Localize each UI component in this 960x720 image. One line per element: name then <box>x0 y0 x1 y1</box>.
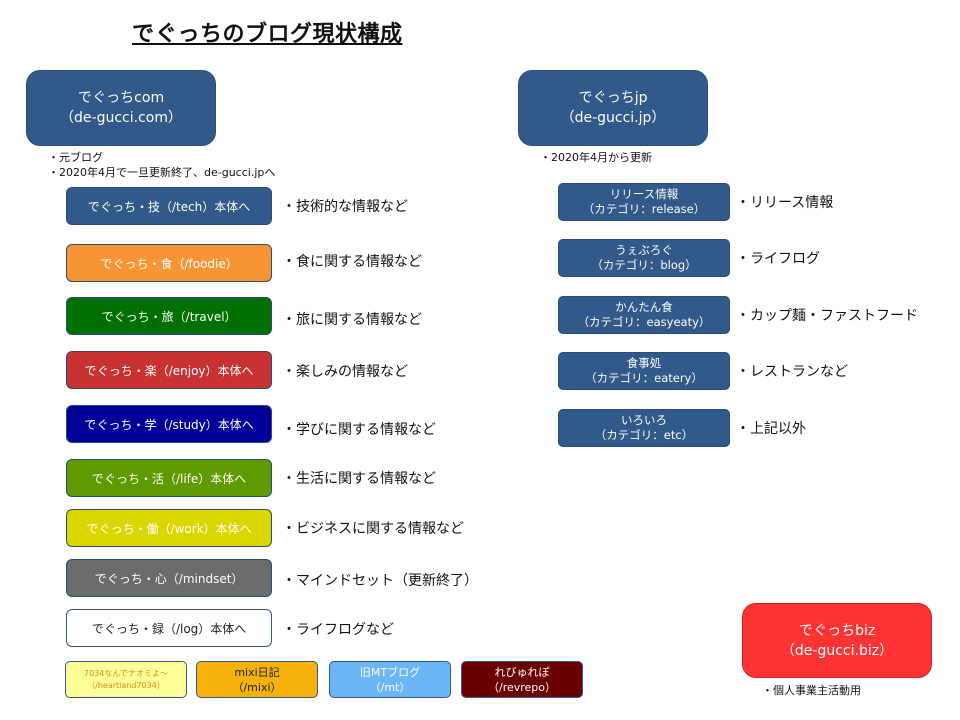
jp-category-name: リリース情報 <box>609 187 679 201</box>
category-label: でぐっち・旅（/travel） <box>101 309 237 324</box>
category-label: でぐっち・食（/foodie） <box>100 256 238 271</box>
archive-revrepo: れびゅれぽ （/revrepo） <box>461 661 583 698</box>
category-desc: ・生活に関する情報など <box>282 471 436 487</box>
jp-category-desc: ・上記以外 <box>736 421 806 437</box>
jp-category-etc: いろいろ （カテゴリ：etc） <box>558 409 730 447</box>
jp-category-slug: （カテゴリ：etc） <box>594 428 694 442</box>
category-work: でぐっち・働（/work）本体へ <box>66 509 272 547</box>
category-desc: ・マインドセット（更新終了） <box>282 573 478 589</box>
jp-category-desc: ・ライフログ <box>736 251 820 267</box>
archive-path: （/revrepo） <box>487 680 557 694</box>
archive-title: mixi日記 <box>234 665 280 679</box>
jp-category-name: うぇぶろぐ <box>615 243 673 257</box>
jp-category-easyeaty: かんたん食 （カテゴリ：easyeaty） <box>558 296 730 334</box>
site-box-biz: でぐっちbiz （de-gucci.biz） <box>742 603 932 678</box>
archive-title: 7034なんでナオミよ〜 <box>84 668 168 678</box>
category-label: でぐっち・録（/log）本体へ <box>91 621 247 636</box>
category-log: でぐっち・録（/log）本体へ <box>66 609 272 647</box>
site-box-jp: でぐっちjp （de-gucci.jp） <box>518 70 708 146</box>
category-desc: ・学びに関する情報など <box>282 422 436 438</box>
archive-mixi: mixi日記 （/mixi） <box>196 661 318 698</box>
archive-title: 旧MTブログ <box>359 665 421 679</box>
page-title: でぐっちのブログ現状構成 <box>132 22 403 47</box>
category-label: でぐっち・技（/tech）本体へ <box>87 199 251 214</box>
archive-path: （/heartland7034） <box>87 680 165 690</box>
jp-category-slug: （カテゴリ：eatery） <box>585 371 703 385</box>
site-name-com: でぐっちcom <box>77 90 165 106</box>
category-foodie: でぐっち・食（/foodie） <box>66 244 272 282</box>
category-desc: ・楽しみの情報など <box>282 364 408 380</box>
category-study: でぐっち・学（/study）本体へ <box>66 405 272 443</box>
com-note: ・元ブログ <box>48 151 103 164</box>
site-domain-jp: （de-gucci.jp） <box>560 110 666 126</box>
category-enjoy: でぐっち・楽（/enjoy）本体へ <box>66 351 272 389</box>
archive-path: （/mixi） <box>232 680 282 694</box>
jp-category-name: 食事処 <box>626 356 662 370</box>
category-label: でぐっち・活（/life）本体へ <box>91 471 247 486</box>
com-notes: ・元ブログ ・2020年4月で一旦更新終了、de-gucci.jpへ <box>48 150 275 180</box>
jp-note: ・2020年4月から更新 <box>540 151 652 164</box>
jp-category-desc: ・リリース情報 <box>736 195 834 211</box>
jp-category-eatery: 食事処 （カテゴリ：eatery） <box>558 352 730 390</box>
category-label: でぐっち・学（/study）本体へ <box>84 417 254 432</box>
site-name-biz: でぐっちbiz <box>798 622 876 639</box>
site-name-jp: でぐっちjp <box>578 90 648 106</box>
jp-category-desc: ・カップ麺・ファストフード <box>736 308 918 324</box>
com-note: ・2020年4月で一旦更新終了、de-gucci.jpへ <box>48 166 276 179</box>
jp-category-blog: うぇぶろぐ （カテゴリ：blog） <box>558 239 730 277</box>
jp-category-desc: ・レストランなど <box>736 364 848 380</box>
jp-category-release: リリース情報 （カテゴリ：release） <box>558 183 730 221</box>
jp-category-slug: （カテゴリ：blog） <box>591 258 697 272</box>
jp-category-slug: （カテゴリ：release） <box>582 202 706 216</box>
category-travel: でぐっち・旅（/travel） <box>66 297 272 335</box>
site-box-com: でぐっちcom （de-gucci.com） <box>26 70 216 146</box>
category-desc: ・技術的な情報など <box>282 199 408 215</box>
category-mindset: でぐっち・心（/mindset） <box>66 559 272 597</box>
jp-category-name: いろいろ <box>621 413 667 427</box>
category-label: でぐっち・働（/work）本体へ <box>86 521 252 536</box>
category-desc: ・ビジネスに関する情報など <box>282 521 464 537</box>
category-life: でぐっち・活（/life）本体へ <box>66 459 272 497</box>
archive-mt: 旧MTブログ （/mt） <box>329 661 451 698</box>
category-desc: ・食に関する情報など <box>282 254 422 270</box>
category-tech: でぐっち・技（/tech）本体へ <box>66 187 272 225</box>
jp-category-name: かんたん食 <box>615 300 673 314</box>
site-domain-biz: （de-gucci.biz） <box>780 642 894 659</box>
jp-category-slug: （カテゴリ：easyeaty） <box>577 315 711 329</box>
archive-path: （/mt） <box>369 680 411 694</box>
archive-heartland7034: 7034なんでナオミよ〜 （/heartland7034） <box>65 661 187 698</box>
category-label: でぐっち・楽（/enjoy）本体へ <box>84 363 254 378</box>
biz-note: ・個人事業主活動用 <box>762 684 861 697</box>
category-desc: ・ライフログなど <box>282 622 394 638</box>
category-label: でぐっち・心（/mindset） <box>94 571 244 586</box>
archive-title: れびゅれぽ <box>494 665 550 679</box>
category-desc: ・旅に関する情報など <box>282 312 422 328</box>
site-domain-com: （de-gucci.com） <box>60 110 182 126</box>
